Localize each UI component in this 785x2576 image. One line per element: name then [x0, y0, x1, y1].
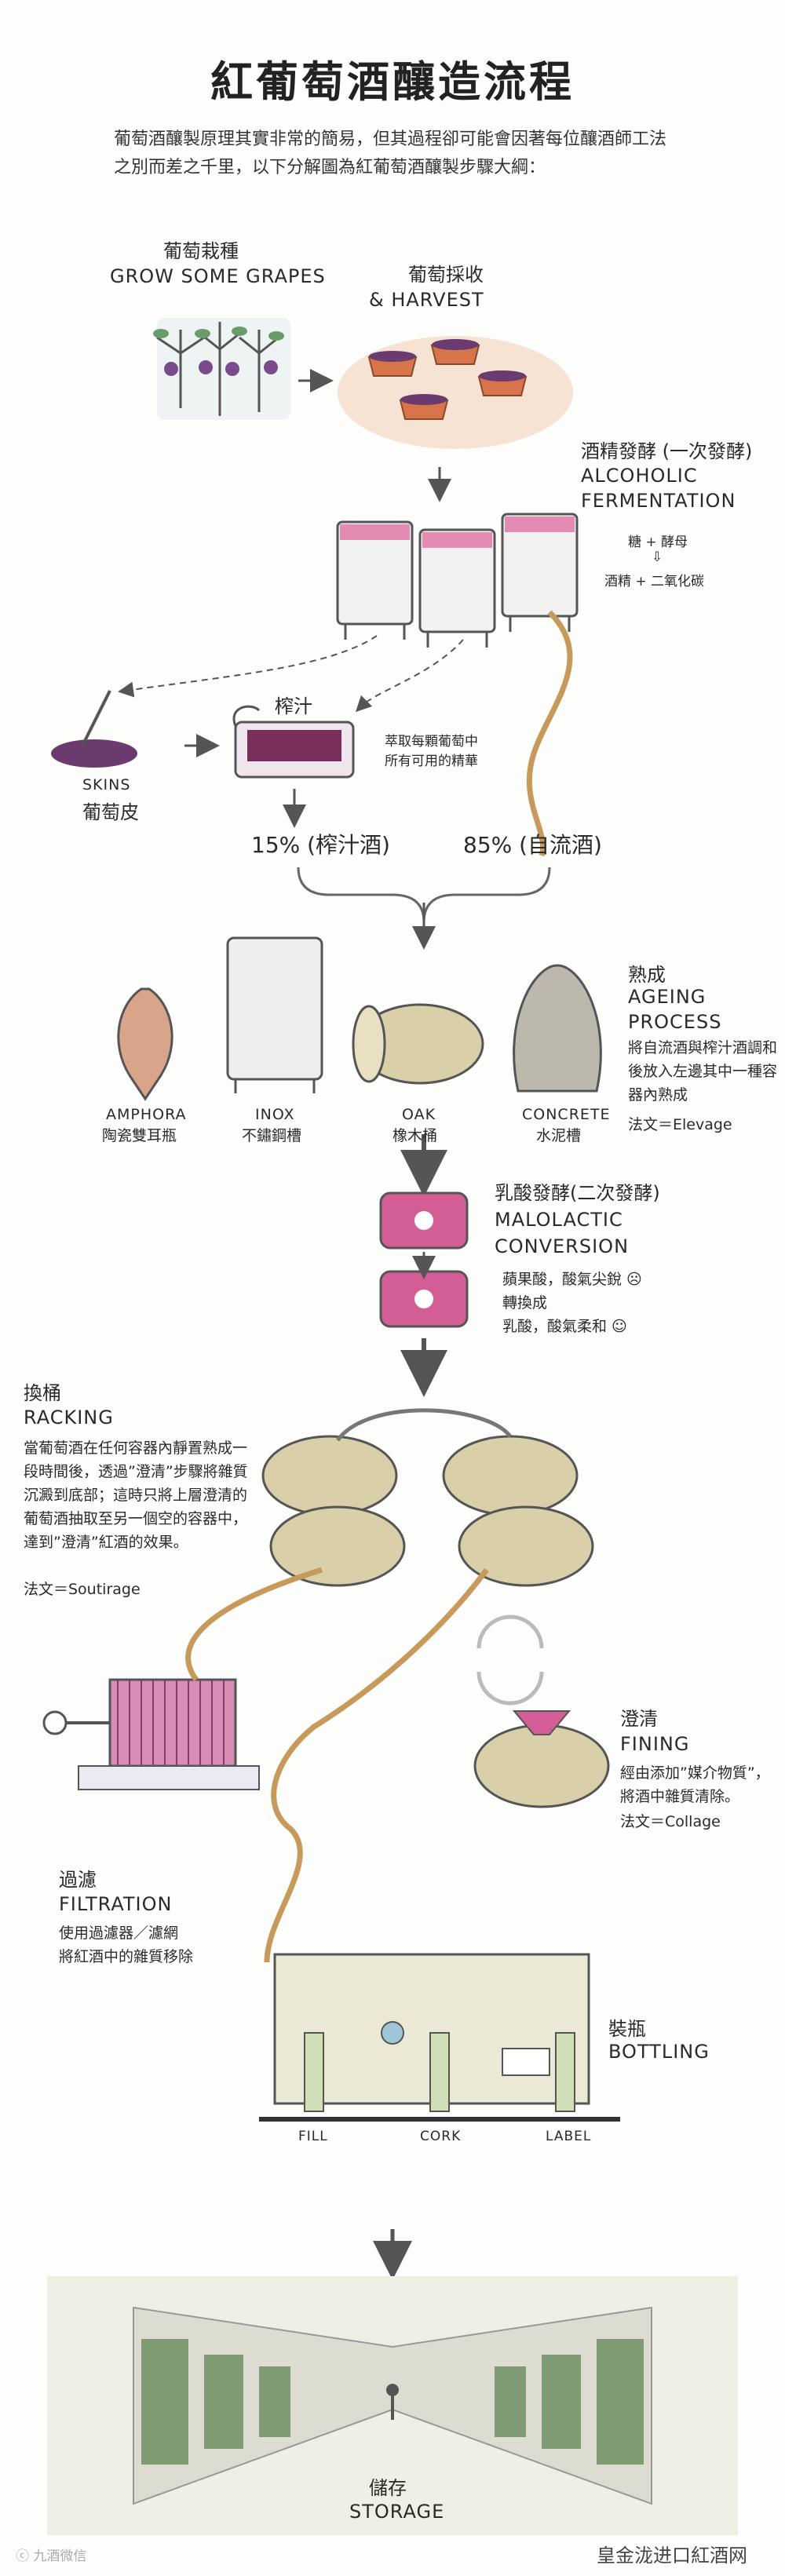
press-note1: 萃取每顆葡萄中 — [385, 730, 478, 750]
bottling-zh: 裝瓶 — [608, 2013, 646, 2041]
ageing-en1: AGEING — [628, 986, 706, 1008]
racking-zh: 換桶 — [24, 1377, 61, 1405]
oak-en: OAK — [402, 1103, 436, 1126]
page-title: 紅葡萄酒釀造流程 — [0, 47, 785, 109]
filtration-zh: 過濾 — [59, 1864, 97, 1892]
vessel-concrete — [514, 965, 601, 1091]
inox-zh: 不鏽鋼槽 — [242, 1124, 301, 1148]
recycle-arrows — [479, 1617, 542, 1703]
intro-text: 葡萄酒釀製原理其實非常的簡易，但其過程卻可能會因著每位釀酒師工法之別而差之千里，… — [114, 126, 679, 182]
malolactic-line3: 乳酸，酸氣柔和 ☺ — [502, 1315, 627, 1338]
fining-zh: 澄清 — [620, 1703, 658, 1731]
concrete-en: CONCRETE — [522, 1103, 611, 1126]
bottling-en: BOTTLING — [608, 2041, 710, 2063]
storage-zh: 儲存 — [369, 2472, 407, 2500]
alcoholic-en2: FERMENTATION — [581, 490, 736, 512]
skins-en: SKINS — [82, 773, 130, 797]
harvest-baskets — [338, 336, 573, 449]
down-arrow-icon: ⇩ — [652, 549, 663, 565]
press-wine-share: 15% (榨汁酒) — [251, 828, 390, 859]
cork-label: CORK — [420, 2129, 461, 2144]
fining-en: FINING — [620, 1733, 689, 1755]
filtration-line2: 將紅酒中的雜質移除 — [59, 1945, 193, 1968]
watermark-right: 皇金泷进口紅酒网 — [597, 2540, 747, 2567]
label-label: LABEL — [546, 2129, 591, 2144]
filter-machine — [44, 1680, 259, 1790]
alcoholic-en1: ALCOHOLIC — [581, 465, 698, 487]
dashed-arrow — [361, 640, 463, 706]
press-note2: 所有可用的精華 — [385, 750, 478, 769]
filtration-en: FILTRATION — [59, 1893, 172, 1915]
storage-en: STORAGE — [349, 2501, 444, 2523]
ageing-zh: 熟成 — [628, 959, 666, 987]
malolactic-line2: 轉換成 — [502, 1291, 547, 1315]
harvest-en: & HARVEST — [369, 289, 484, 311]
skins-zh: 葡萄皮 — [82, 797, 139, 824]
amphora-en: AMPHORA — [106, 1103, 187, 1126]
filtration-line1: 使用過濾器／濾網 — [59, 1921, 178, 1945]
dashed-arrow — [126, 636, 377, 691]
grow-zh: 葡萄栽種 — [163, 235, 239, 263]
alcoholic-zh: 酒精發酵 (一次發酵) — [581, 436, 752, 463]
racking-tube — [338, 1410, 510, 1440]
concrete-zh: 水泥槽 — [536, 1124, 581, 1148]
free-run-share: 85% (自流酒) — [463, 828, 602, 859]
formula-line1: 糖 + 酵母 — [628, 531, 688, 550]
oak-zh: 橡木桶 — [392, 1124, 437, 1148]
press-zh: 榨汁 — [275, 691, 312, 718]
ageing-en2: PROCESS — [628, 1011, 721, 1033]
malolactic-en2: CONVERSION — [495, 1235, 629, 1257]
hose — [529, 612, 570, 856]
vessel-inox — [228, 938, 322, 1093]
harvest-zh: 葡萄採收 — [408, 259, 484, 286]
watermark-left: ⓒ 九酒微信 — [16, 2545, 86, 2564]
inox-en: INOX — [255, 1103, 295, 1126]
vessel-oak-barrel — [353, 1005, 483, 1083]
malolactic-barrels — [381, 1193, 467, 1326]
fining-fr: 法文＝Collage — [620, 1810, 721, 1833]
grow-en: GROW SOME GRAPES — [110, 265, 326, 287]
racking-desc: 當葡萄酒在任何容器內靜置熟成一段時間後，透過”澄清”步驟將雜質沉澱到底部；這時只… — [24, 1436, 259, 1554]
fining-desc: 經由添加”媒介物質”，將酒中雜質清除。 — [620, 1761, 773, 1808]
ageing-desc: 將自流酒與榨汁酒調和後放入左邊其中一種容器內熟成 — [628, 1036, 777, 1107]
formula-line2: 酒精 + 二氧化碳 — [604, 570, 704, 589]
hose — [188, 1570, 322, 1680]
amphora-zh: 陶瓷雙耳瓶 — [102, 1124, 177, 1148]
fining-barrel — [475, 1711, 608, 1807]
racking-fr: 法文＝Soutirage — [24, 1578, 141, 1601]
racking-barrels — [263, 1436, 593, 1585]
vine-illustration — [153, 318, 290, 420]
bottling-line — [259, 1954, 620, 2119]
skins-pile — [51, 691, 137, 768]
fermentation-tanks — [338, 514, 577, 648]
racking-en: RACKING — [24, 1407, 114, 1428]
malolactic-en1: MALOLACTIC — [495, 1209, 623, 1231]
hose — [267, 1570, 487, 1962]
vessel-amphora — [119, 989, 172, 1099]
fill-label: FILL — [298, 2129, 328, 2144]
malolactic-zh: 乳酸發酵(二次發酵) — [495, 1177, 660, 1205]
malolactic-line1: 蘋果酸，酸氣尖銳 ☹ — [502, 1268, 642, 1291]
ageing-fr: 法文＝Elevage — [628, 1113, 732, 1137]
